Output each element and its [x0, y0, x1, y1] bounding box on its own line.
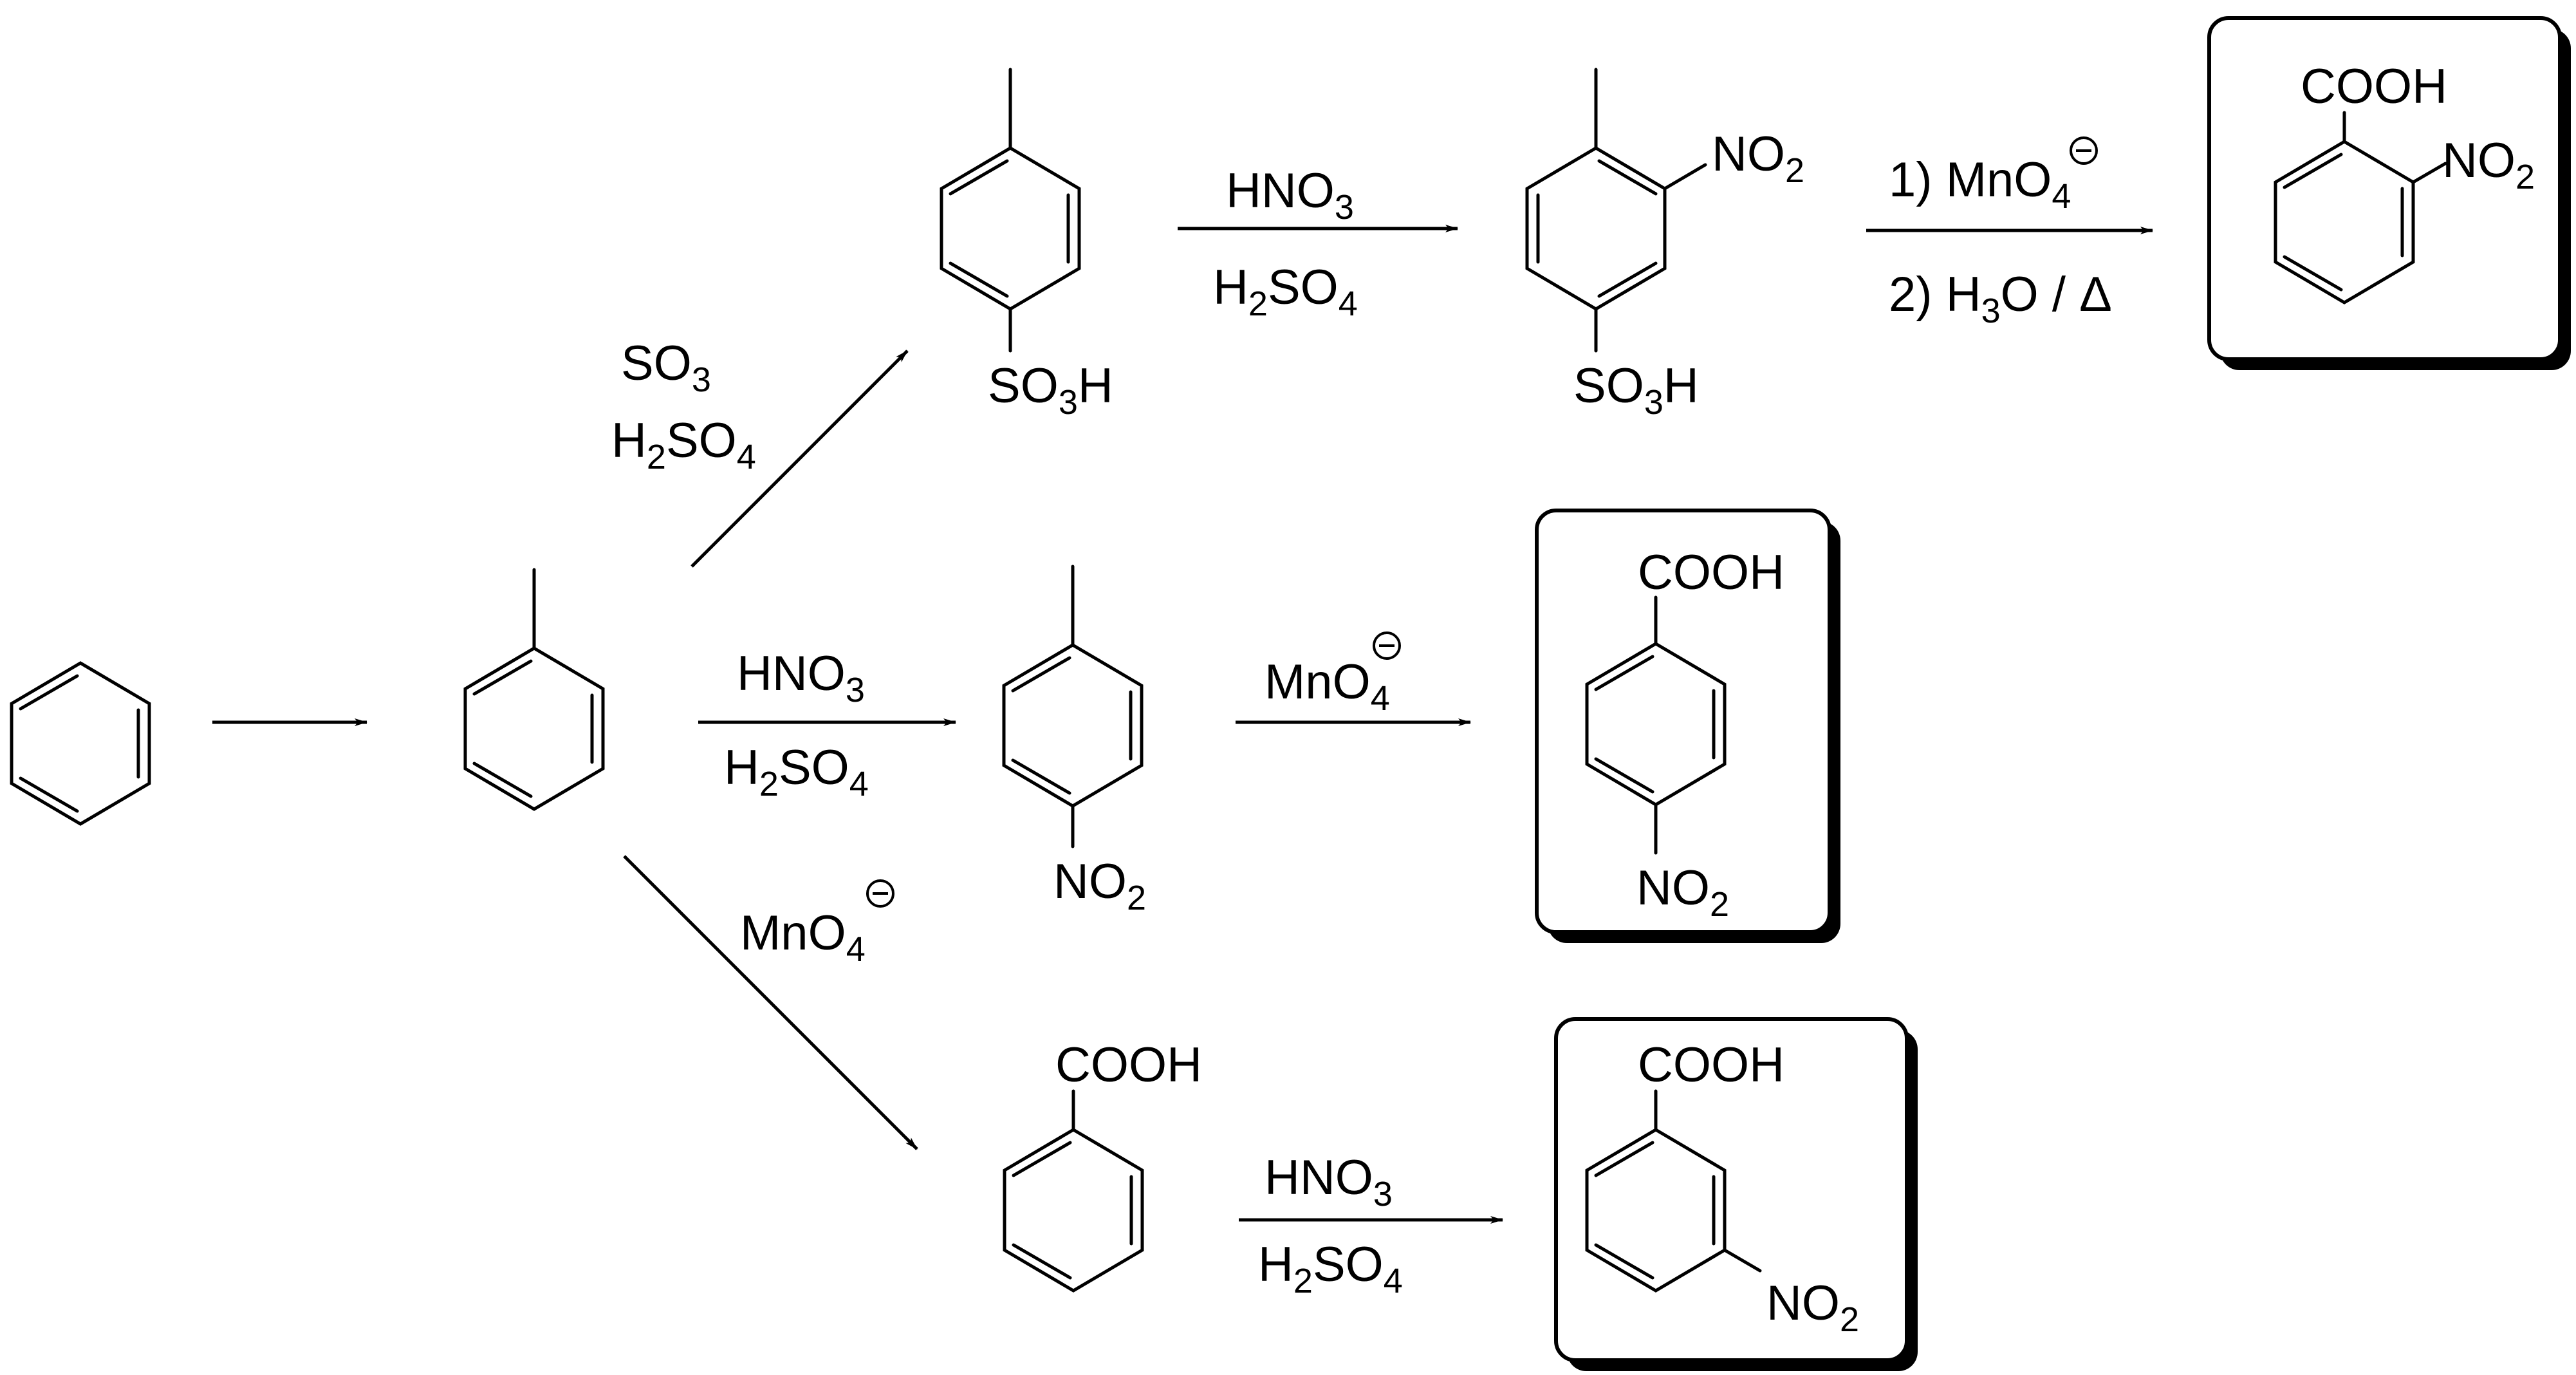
arrow-oxidation-1: 1) MnO4 2) H3O / Δ	[1866, 136, 2153, 330]
nitrotoluene-molecule: NO2	[1002, 565, 1146, 917]
nitrotoluenesulfonic-acid-molecule: NO2 SO3H	[1525, 68, 1804, 422]
reagent-mno4: MnO4	[1265, 655, 1390, 718]
toluene-molecule	[463, 568, 605, 811]
reagent-h2so4: H2SO4	[1213, 260, 1358, 323]
reagent-hno3: HNO3	[737, 646, 865, 709]
reagent-h2so4: H2SO4	[1258, 1237, 1403, 1300]
arrow-nitration-direct: HNO3 H2SO4	[698, 646, 956, 803]
label-cooh: COOH	[1055, 1038, 1202, 1092]
reagent-h3o: 2) H3O / Δ	[1889, 267, 2112, 330]
benzene-molecule	[10, 661, 151, 826]
label-cooh: COOH	[2301, 59, 2447, 114]
toluenesulfonic-acid-molecule: SO3H	[940, 68, 1113, 422]
reagent-h2so4: H2SO4	[611, 413, 756, 476]
label-so3h: SO3H	[988, 359, 1113, 422]
label-no2: NO2	[1053, 854, 1146, 917]
label-so3h: SO3H	[1573, 359, 1699, 422]
reagent-mno4: MnO4	[740, 906, 866, 969]
product-box-para-nitrobenzoic-acid: COOH NO2	[1535, 509, 1840, 943]
label-cooh: COOH	[1638, 545, 1784, 600]
product-box-ortho-nitrobenzoic-acid: COOH NO2	[2207, 16, 2571, 370]
label-no2: NO2	[1636, 861, 1729, 924]
reagent-hno3: HNO3	[1265, 1150, 1393, 1213]
product-box-meta-nitrobenzoic-acid: COOH NO2	[1554, 1017, 1918, 1371]
reagent-so3: SO3	[621, 336, 711, 399]
label-cooh: COOH	[1638, 1038, 1784, 1092]
arrow-oxidation-toluene: MnO4	[623, 855, 918, 1150]
reagent-hno3: HNO3	[1226, 164, 1354, 227]
benzoic-acid-molecule: COOH	[1003, 1038, 1202, 1293]
arrow-sulfonation: SO3 H2SO4	[611, 336, 909, 568]
arrow-nitration-benzoic: HNO3 H2SO4	[1239, 1150, 1503, 1300]
arrow-nitration-1: HNO3 H2SO4	[1178, 164, 1458, 323]
reagent-h2so4: H2SO4	[724, 740, 869, 803]
reagent-mno4: 1) MnO4	[1889, 153, 2071, 216]
arrow-oxidation-direct: MnO4	[1236, 631, 1471, 726]
label-no2: NO2	[1712, 127, 1804, 190]
